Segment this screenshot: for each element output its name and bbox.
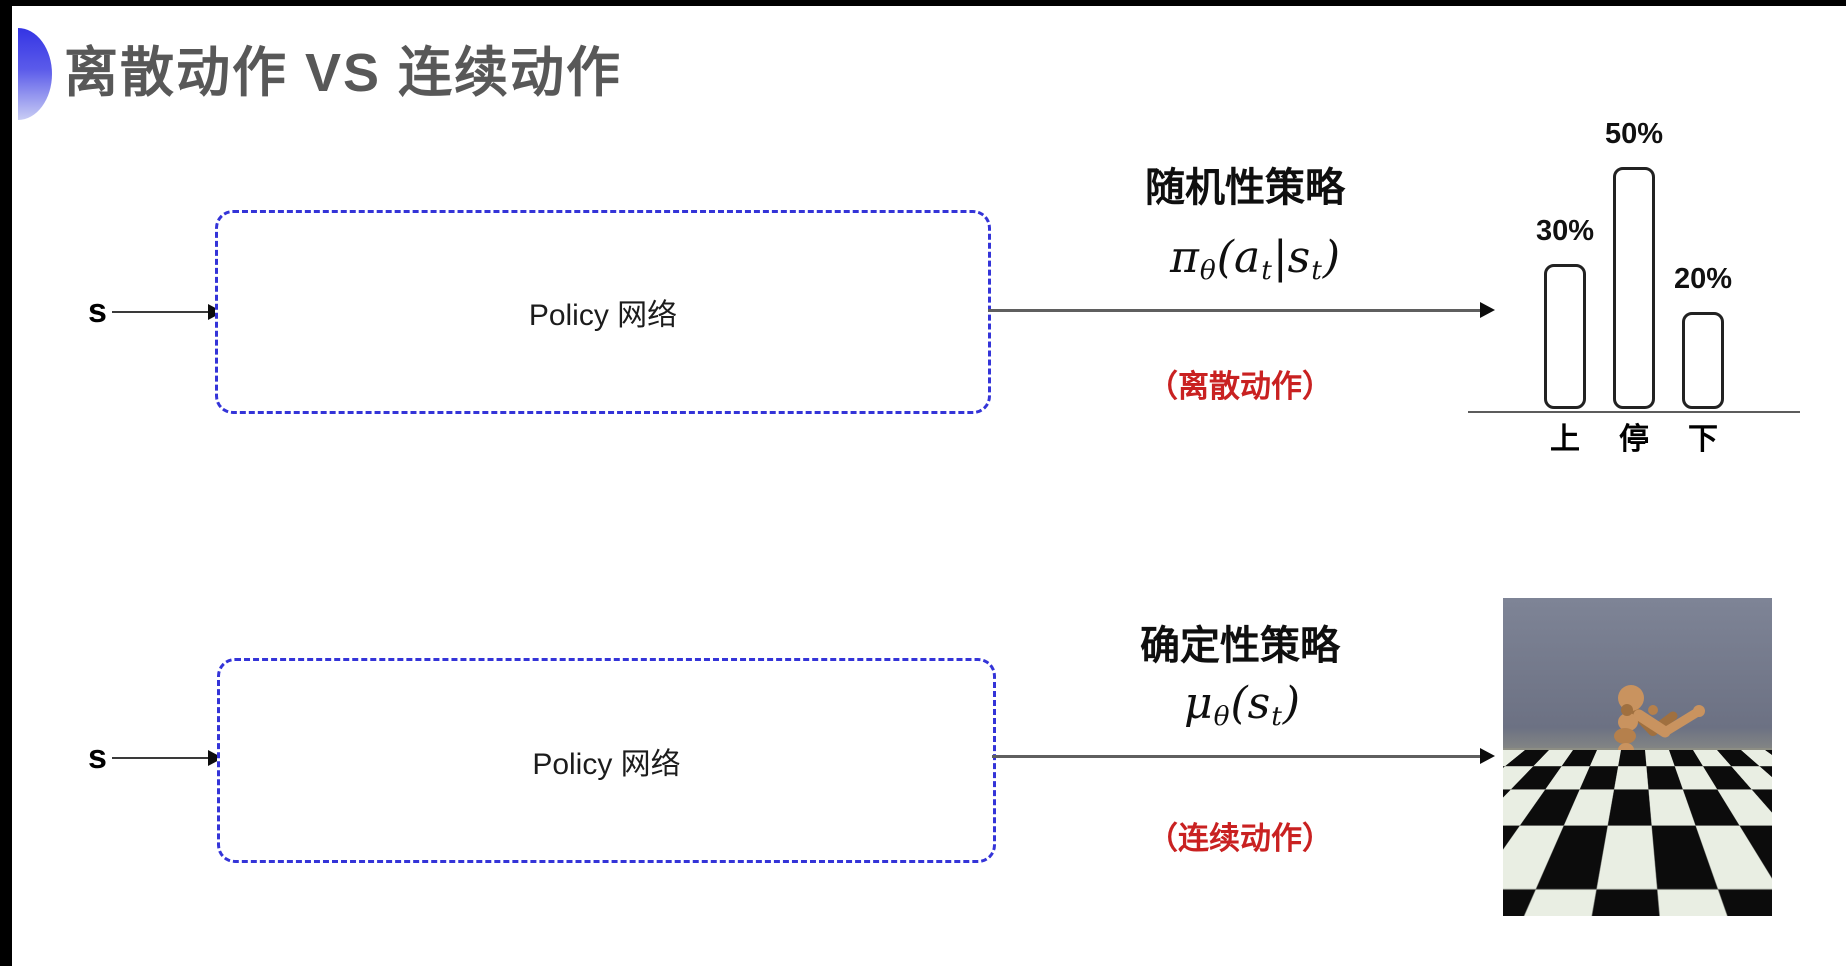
bar-column: 20% — [1669, 263, 1738, 409]
chart-baseline — [1468, 411, 1800, 413]
bar-group: 30% 50% 20% — [1468, 118, 1800, 409]
bar-column: 50% — [1600, 118, 1669, 409]
policy-network-label: Policy 网络 — [528, 299, 678, 332]
bar-value-label: 50% — [1604, 118, 1664, 150]
deterministic-policy-formula: μθ(st) — [1183, 678, 1301, 733]
sim-sky — [1503, 598, 1772, 760]
bar-value-label: 30% — [1535, 215, 1595, 247]
stochastic-policy-title: 随机性策略 — [1145, 166, 1345, 210]
policy-network-label: Policy 网络 — [532, 747, 681, 781]
discrete-action-note: （离散动作） — [1147, 369, 1333, 404]
arrow-line — [112, 757, 212, 759]
title-accent-shape — [18, 28, 52, 120]
video-frame-top-bar — [0, 0, 1846, 6]
bar-category-label: 停 — [1619, 423, 1649, 456]
arrow-line — [992, 755, 1486, 758]
state-input-label-top: s — [88, 292, 107, 330]
arrow-line — [988, 309, 1486, 312]
bar-column: 30% — [1531, 215, 1600, 409]
policy-network-box-top: Policy 网络 — [215, 210, 991, 414]
policy-network-box-bottom: Policy 网络 — [217, 658, 996, 863]
category-label-row: 上停下 — [1468, 414, 1800, 458]
probability-bar — [1544, 264, 1586, 409]
humanoid-simulation-image — [1503, 598, 1772, 916]
video-frame-left-bar — [0, 0, 12, 966]
probability-bar — [1682, 312, 1724, 409]
probability-bar — [1613, 167, 1655, 409]
arrow-head-icon — [1480, 748, 1495, 764]
arrow-head-icon — [1480, 302, 1495, 318]
humanoid-robot-figure — [1567, 685, 1705, 910]
arrow-line — [112, 311, 212, 313]
slide-title: 离散动作 VS 连续动作 — [64, 43, 623, 103]
bar-category-label: 下 — [1688, 423, 1718, 456]
bar-category-label: 上 — [1550, 423, 1580, 456]
bar-value-label: 20% — [1673, 263, 1733, 295]
stochastic-policy-formula: πθ(at|st) — [1169, 232, 1341, 287]
state-input-label-bottom: s — [88, 738, 107, 776]
action-probability-bar-chart: 30% 50% 20% 上 停 下 — [1468, 118, 1800, 460]
deterministic-policy-title: 确定性策略 — [1140, 624, 1340, 668]
continuous-action-note: （连续动作） — [1147, 821, 1333, 856]
